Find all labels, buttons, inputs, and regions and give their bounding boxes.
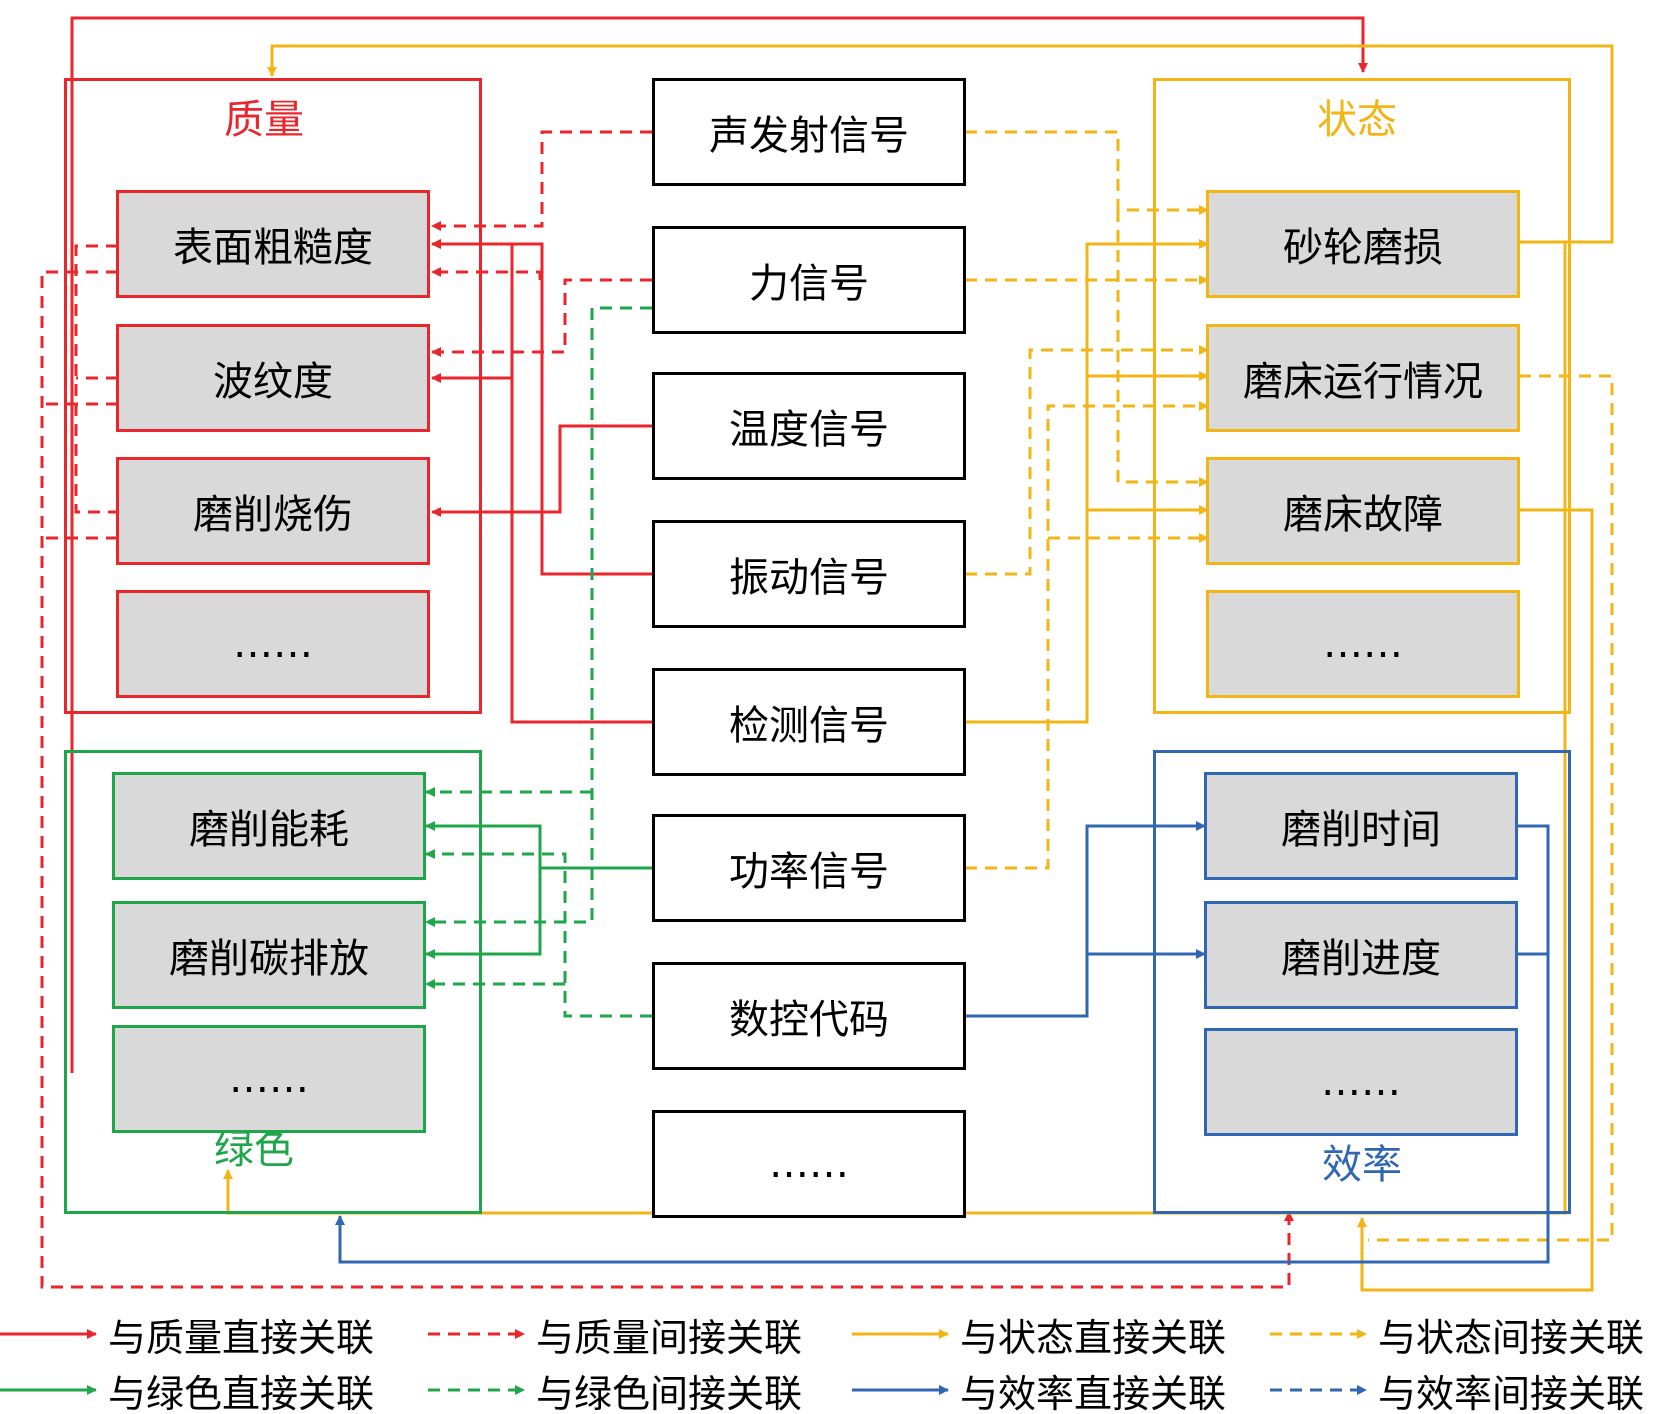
state-item-wheel-wear: 砂轮磨损 bbox=[1206, 190, 1520, 298]
green-group bbox=[64, 750, 482, 1214]
legend-label: 与效率间接关联 bbox=[1378, 1371, 1645, 1414]
quality-item-waviness: 波纹度 bbox=[116, 324, 430, 432]
legend-state-indirect: 与状态间接关联 bbox=[1372, 1314, 1644, 1360]
quality-internal-link-1 bbox=[74, 244, 118, 514]
efficiency-item-time: 磨削时间 bbox=[1204, 772, 1518, 880]
legend-efficiency-indirect: 与效率间接关联 bbox=[1372, 1370, 1644, 1414]
legend-efficiency-direct: 与效率直接关联 bbox=[954, 1370, 1226, 1414]
signal-more: …… bbox=[652, 1110, 966, 1218]
force-to-quality-line-2 bbox=[431, 267, 542, 280]
fault-to-efficiency-line bbox=[1357, 508, 1594, 1292]
signal-vibration: 振动信号 bbox=[652, 520, 966, 628]
legend-label: 与状态直接关联 bbox=[960, 1315, 1227, 1360]
ae-to-state-line bbox=[965, 130, 1209, 215]
state-item-machine-operation: 磨床运行情况 bbox=[1206, 324, 1520, 432]
detection-to-state-line bbox=[965, 239, 1209, 724]
nc-to-green-line bbox=[425, 849, 652, 1018]
operation-to-efficiency-line bbox=[1368, 374, 1614, 1242]
state-item-more: …… bbox=[1206, 590, 1520, 698]
force-to-quality-line bbox=[431, 278, 652, 357]
legend-label: 与绿色直接关联 bbox=[108, 1371, 375, 1414]
green-item-carbon: 磨削碳排放 bbox=[112, 901, 426, 1009]
quality-item-grinding-burn: 磨削烧伤 bbox=[116, 457, 430, 565]
legend-label: 与质量间接关联 bbox=[536, 1315, 803, 1360]
efficiency-to-green-line bbox=[335, 824, 1550, 1264]
signal-detection: 检测信号 bbox=[652, 668, 966, 776]
quality-group bbox=[64, 78, 482, 714]
quality-item-surface-roughness: 表面粗糙度 bbox=[116, 190, 430, 298]
detection-to-waviness-line bbox=[431, 239, 652, 724]
legend-green-direct: 与绿色直接关联 bbox=[102, 1370, 374, 1414]
efficiency-group bbox=[1153, 750, 1571, 1214]
temperature-to-burn-line bbox=[431, 424, 652, 517]
green-item-more: …… bbox=[112, 1025, 426, 1133]
state-group-title: 状态 bbox=[1317, 97, 1397, 143]
green-item-energy: 磨削能耗 bbox=[112, 772, 426, 880]
wear-to-quality-line bbox=[267, 44, 1614, 244]
efficiency-item-more: …… bbox=[1204, 1028, 1518, 1136]
legend-label: 与效率直接关联 bbox=[960, 1371, 1227, 1414]
legend-state-direct: 与状态直接关联 bbox=[954, 1314, 1226, 1360]
legend-green-indirect: 与绿色间接关联 bbox=[530, 1370, 802, 1414]
legend-quality-indirect: 与质量间接关联 bbox=[530, 1314, 802, 1360]
power-to-state-line bbox=[965, 401, 1209, 870]
green-group-title: 绿色 bbox=[214, 1127, 294, 1173]
legend-label: 与绿色间接关联 bbox=[536, 1371, 803, 1414]
legend-label: 与状态间接关联 bbox=[1378, 1315, 1645, 1360]
efficiency-group-title: 效率 bbox=[1322, 1142, 1402, 1188]
signal-power: 功率信号 bbox=[652, 814, 966, 922]
efficiency-item-progress: 磨削进度 bbox=[1204, 901, 1518, 1009]
power-to-green-line bbox=[425, 821, 652, 870]
signal-force: 力信号 bbox=[652, 226, 966, 334]
signal-acoustic-emission: 声发射信号 bbox=[652, 78, 966, 186]
signal-nc-code: 数控代码 bbox=[652, 962, 966, 1070]
force-to-green-line bbox=[425, 306, 652, 927]
power-to-green-line-2 bbox=[425, 868, 542, 959]
state-group bbox=[1153, 78, 1571, 714]
nc-to-efficiency-line bbox=[965, 821, 1206, 1018]
legend-quality-direct: 与质量直接关联 bbox=[102, 1314, 374, 1360]
signal-temperature: 温度信号 bbox=[652, 372, 966, 480]
state-item-machine-fault: 磨床故障 bbox=[1206, 457, 1520, 565]
ae-to-state-line-2 bbox=[1116, 210, 1209, 487]
quality-group-title: 质量 bbox=[224, 97, 304, 143]
legend-label: 与质量直接关联 bbox=[108, 1315, 375, 1360]
quality-item-more: …… bbox=[116, 590, 430, 698]
